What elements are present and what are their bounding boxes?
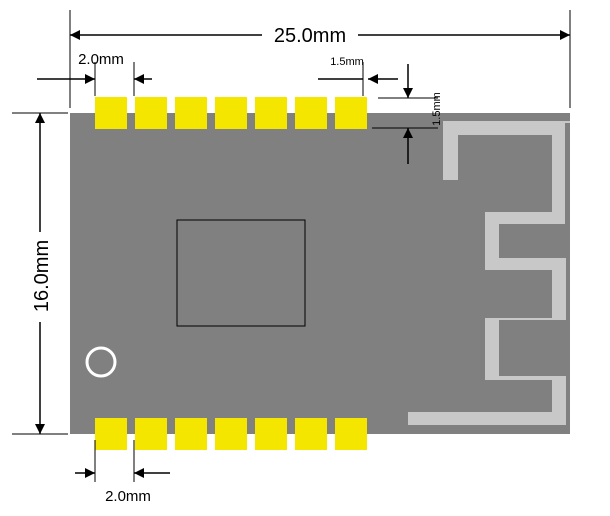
pad-pitch-bottom-label: 2.0mm — [105, 488, 151, 505]
board-width-label: 25.0mm — [274, 25, 346, 47]
board-height-label: 16.0mm — [31, 240, 53, 312]
bottom-pad — [175, 418, 207, 450]
chip-outline — [176, 219, 306, 327]
bottom-pad — [135, 418, 167, 450]
pcb-board — [70, 113, 570, 434]
top-pad — [175, 97, 207, 129]
pin1-marker — [85, 346, 117, 378]
top-pad — [295, 97, 327, 129]
pad-offset-x-label: 1.5mm — [330, 56, 364, 68]
top-pad — [135, 97, 167, 129]
bottom-pad — [95, 418, 127, 450]
top-pad — [215, 97, 247, 129]
pad-offset-y-label: 1.5mm — [431, 92, 443, 126]
top-pads — [95, 97, 367, 129]
pad-pitch-top-label: 2.0mm — [78, 51, 124, 68]
bottom-pad — [335, 418, 367, 450]
top-pad — [335, 97, 367, 129]
antenna-trace — [408, 121, 570, 425]
bottom-pads — [95, 418, 367, 450]
bottom-pad — [215, 418, 247, 450]
top-pad — [95, 97, 127, 129]
bottom-pad — [255, 418, 287, 450]
bottom-pad — [295, 418, 327, 450]
top-pad — [255, 97, 287, 129]
